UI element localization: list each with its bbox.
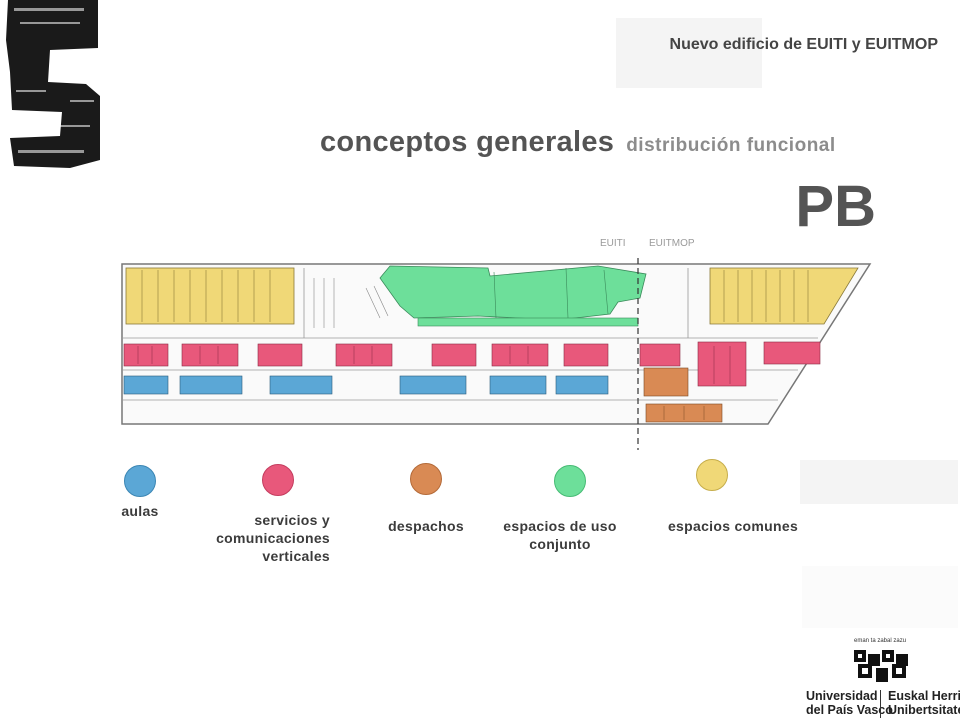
document-title: Nuevo edificio de EUITI y EUITMOP [669, 36, 938, 53]
logo-motto: eman ta zabal zazu [854, 638, 907, 644]
zone-servicios [181, 343, 239, 367]
legend-label-comunes: espacios comunes [667, 518, 799, 534]
logo-name-es: Universidad del País Vasco [806, 689, 893, 717]
legend-label-servicios: servicios y comunicaciones verticales [216, 512, 330, 564]
legend-label-uso-conjunto: espacios de uso conjunto [503, 518, 617, 552]
logo-name-es-line1: Universidad [806, 689, 878, 703]
logo-name-eu: Euskal Herriko Unibertsitatea [888, 689, 960, 717]
legend-dot-servicios [262, 464, 294, 496]
zone-servicios [491, 343, 549, 367]
legend-dot-aulas [124, 465, 156, 497]
section-subtitle: distribución funcional [626, 135, 836, 156]
zone-aulas [179, 375, 243, 395]
zone-aulas [269, 375, 333, 395]
logo-divider [880, 690, 881, 718]
zone-aulas [555, 375, 609, 395]
section-heading: conceptos generales distribución funciona… [320, 126, 836, 159]
university-logo-icon [854, 650, 908, 682]
zone-servicios [335, 343, 393, 367]
zone-servicios [123, 343, 169, 367]
logo-name-es-line2: del País Vasco [806, 703, 893, 717]
zone-aulas [489, 375, 547, 395]
zone-servicios [563, 343, 609, 367]
legend-label-aulas: aulas [121, 503, 159, 519]
split-label-euitmop: EUITMOP [649, 238, 695, 249]
side-backdrop [800, 460, 958, 504]
zone-servicios [763, 341, 821, 365]
zone-servicios [697, 341, 747, 387]
legend-dot-uso-conjunto [554, 465, 586, 497]
zone-comunes-left [125, 267, 295, 325]
floor-label: PB [795, 174, 876, 239]
logo-name-eu-line1: Euskal Herriko [888, 689, 960, 703]
zone-uso-conjunto [379, 265, 647, 321]
zone-aulas [123, 375, 169, 395]
section-number-graphic [6, 0, 100, 168]
side-backdrop-lower [802, 566, 958, 628]
logo-name-eu-line2: Unibertsitatea [888, 703, 960, 717]
split-label-euiti: EUITI [600, 238, 626, 249]
zone-servicios [639, 343, 681, 367]
legend-label-despachos: despachos [388, 518, 464, 534]
zone-despachos [643, 367, 689, 397]
zone-uso-conjunto-strip [417, 317, 639, 327]
header-backdrop [616, 18, 762, 88]
legend-dot-despachos [410, 463, 442, 495]
legend-dot-comunes [696, 459, 728, 491]
zone-comunes-right [709, 267, 859, 325]
zone-servicios [431, 343, 477, 367]
zone-aulas [399, 375, 467, 395]
zone-servicios [257, 343, 303, 367]
floor-plan [121, 258, 872, 450]
section-title: conceptos generales [320, 126, 615, 158]
